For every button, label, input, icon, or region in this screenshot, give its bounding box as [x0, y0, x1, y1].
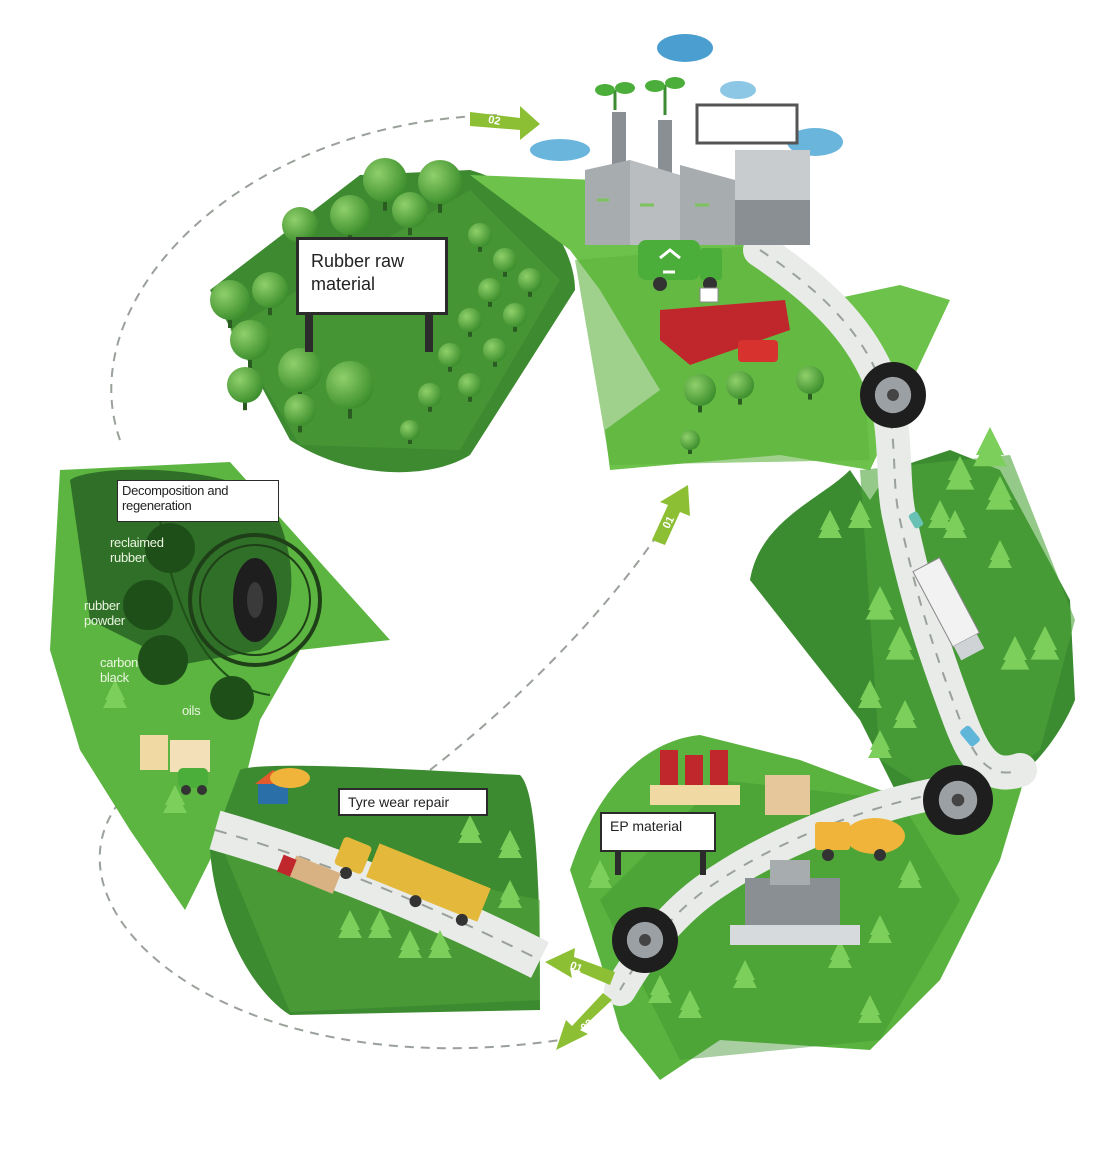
pine-tree-icon	[428, 930, 452, 958]
pine-tree-icon	[858, 995, 882, 1023]
dashed-path-center	[429, 499, 681, 771]
arrow-02-bottom: 02	[556, 993, 612, 1050]
tree-icon	[493, 248, 517, 277]
tree-icon	[363, 158, 407, 211]
pine-tree-icon	[818, 510, 842, 538]
pine-tree-icon	[678, 990, 702, 1018]
tree-icon	[330, 195, 370, 243]
pine-tree-icon	[928, 500, 952, 528]
svg-text:02: 02	[487, 114, 501, 128]
tree-icon	[400, 420, 420, 444]
decomposition-label: Decomposition and regeneration	[117, 480, 279, 522]
pine-tree-icon	[498, 830, 522, 858]
tree-icon	[284, 394, 316, 433]
tree-icon	[478, 278, 502, 307]
pine-tree-icon	[733, 960, 757, 988]
sprout-icon	[595, 77, 685, 115]
depot-icon	[660, 287, 790, 365]
tyre-group	[612, 362, 993, 973]
power-plant-icon	[140, 735, 210, 795]
mixer-truck-icon	[815, 818, 905, 861]
tree-icon	[468, 223, 492, 252]
tree-icon	[210, 280, 250, 328]
pine-tree-icon	[163, 785, 187, 813]
tree-icon	[458, 373, 482, 402]
tree-icon	[483, 338, 507, 367]
tree-icon	[227, 367, 263, 411]
highway-truck-icon	[912, 556, 985, 661]
cloud-icon	[530, 34, 843, 161]
tyre-icon	[612, 907, 678, 973]
rubber-powder-label: rubber powder	[84, 598, 125, 628]
pine-tree-icon	[1030, 626, 1060, 660]
pine-tree-icon	[943, 510, 967, 538]
pine-tree-icon	[498, 880, 522, 908]
pine-tree-icon	[893, 700, 917, 728]
pine-tree-icon	[885, 626, 915, 660]
pine-tree-icon	[368, 910, 392, 938]
house-icon	[255, 768, 310, 804]
pine-tree-icon	[898, 860, 922, 888]
tree-group	[103, 158, 1060, 1023]
pine-tree-icon	[848, 500, 872, 528]
pine-tree-icon	[828, 940, 852, 968]
reclaimed-rubber-label: reclaimed rubber	[110, 535, 164, 565]
pine-tree-icon	[868, 915, 892, 943]
dashed-path-top	[110, 114, 501, 441]
cargo-truck-icon	[334, 837, 491, 926]
svg-text:01: 01	[568, 960, 584, 976]
tree-icon	[503, 303, 527, 332]
pine-tree-icon	[865, 586, 895, 620]
factory-icon	[585, 103, 810, 245]
pine-tree-icon	[973, 427, 1007, 467]
pine-tree-icon	[458, 815, 482, 843]
tree-icon	[796, 366, 824, 400]
pine-tree-icon	[985, 476, 1015, 510]
arrow-02-top: 02	[470, 106, 540, 140]
carbon-black-label: carbon black	[100, 655, 138, 685]
rubber-raw-material-label: Rubber raw material	[296, 237, 448, 315]
oils-label: oils	[182, 703, 201, 718]
tree-icon	[518, 268, 542, 297]
car-icon	[908, 511, 924, 529]
pine-tree-icon	[988, 540, 1012, 568]
tree-icon	[418, 160, 462, 213]
regeneration-loop	[123, 519, 322, 720]
pine-tree-icon	[868, 730, 892, 758]
tree-icon	[418, 383, 442, 412]
ep-material-label: EP material	[600, 812, 716, 852]
tree-icon	[726, 371, 754, 405]
pine-tree-icon	[1000, 636, 1030, 670]
pine-tree-icon	[338, 910, 362, 938]
pine-tree-icon	[588, 860, 612, 888]
pine-tree-icon	[648, 975, 672, 1003]
dashed-path-bottom	[98, 789, 561, 1050]
tree-icon	[458, 308, 482, 337]
pine-tree-icon	[945, 456, 975, 490]
tree-icon	[438, 343, 462, 372]
pine-tree-icon	[103, 680, 127, 708]
pine-tree-icon	[858, 680, 882, 708]
svg-text:01: 01	[661, 514, 677, 530]
tree-icon	[252, 272, 288, 316]
small-truck-icon	[276, 854, 341, 894]
tree-icon	[684, 374, 716, 413]
tyre-icon	[923, 765, 993, 835]
pine-tree-icon	[398, 930, 422, 958]
tyre-icon	[860, 362, 926, 428]
arrow-01-center: 01	[652, 485, 690, 545]
tree-icon	[392, 192, 428, 236]
tree-icon	[278, 348, 322, 401]
tree-icon	[680, 430, 700, 454]
arrow-01-bottom: 01	[545, 948, 615, 985]
ep-factory-icon	[650, 750, 860, 945]
recycling-truck-icon	[638, 240, 722, 291]
tree-icon	[230, 320, 270, 368]
tree-icon	[326, 361, 374, 419]
car-icon	[960, 725, 980, 747]
tyre-wear-repair-label: Tyre wear repair	[338, 788, 488, 816]
